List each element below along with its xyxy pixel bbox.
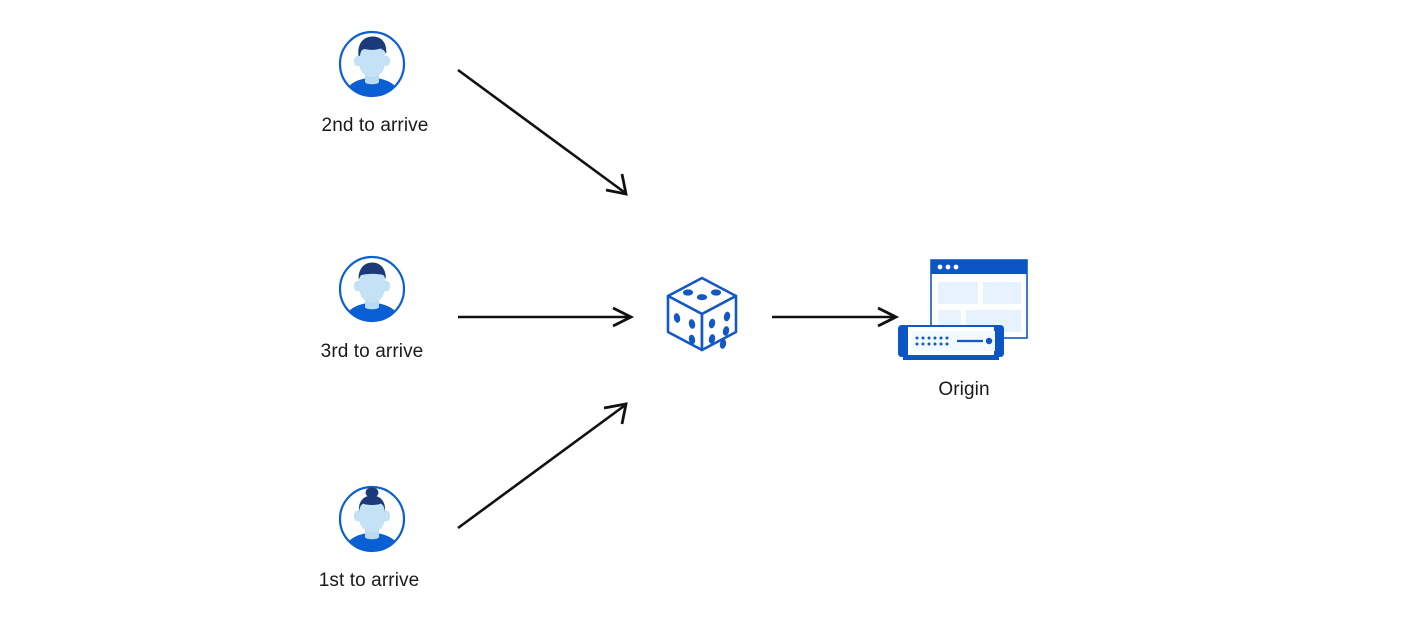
origin-label: Origin <box>938 379 990 400</box>
dice-cube-icon <box>660 272 744 356</box>
client-label-2nd: 2nd to arrive <box>321 115 429 136</box>
client-label-3rd: 3rd to arrive <box>320 341 424 362</box>
origin-server-icon <box>893 258 1038 363</box>
user-avatar-icon <box>336 28 408 100</box>
arrow-client3-to-dice <box>458 306 635 328</box>
arrow-dice-to-origin <box>772 306 900 328</box>
arrow-client2-to-dice <box>457 68 628 196</box>
user-avatar-icon <box>336 253 408 325</box>
user-avatar-icon <box>336 483 408 555</box>
server-rack-icon <box>898 325 1004 360</box>
arrow-client1-to-dice <box>457 402 628 530</box>
client-label-1st: 1st to arrive <box>318 570 420 591</box>
